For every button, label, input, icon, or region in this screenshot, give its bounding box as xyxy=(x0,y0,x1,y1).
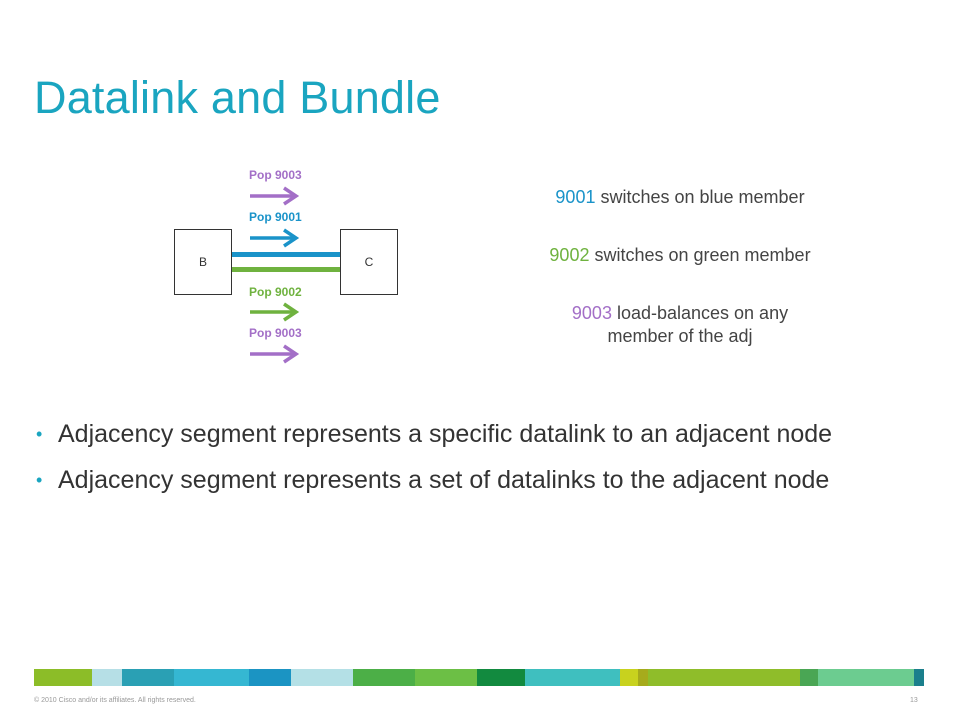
purple-arrow-icon xyxy=(250,344,300,364)
blue-arrow-icon xyxy=(250,228,300,248)
desc-text-3: load-balances on any xyxy=(611,303,789,323)
pop-label-bottom: Pop 9003 xyxy=(249,326,302,340)
bullet-item: • Adjacency segment represents a specifi… xyxy=(34,418,914,450)
pop-label-green: Pop 9002 xyxy=(249,285,302,299)
label-9003: 9003 xyxy=(571,303,612,323)
desc-9003: 9003 load-balances on any member of the … xyxy=(490,302,870,348)
slide-title: Datalink and Bundle xyxy=(34,72,441,123)
green-member-link xyxy=(232,267,340,272)
bullet-text: Adjacency segment represents a set of da… xyxy=(58,466,830,494)
copyright-text: © 2010 Cisco and/or its affiliates. All … xyxy=(34,697,196,704)
bullet-text: Adjacency segment represents a specific … xyxy=(58,420,833,448)
blue-member-link xyxy=(232,252,340,257)
label-9001: 9001 xyxy=(555,187,596,207)
purple-arrow-icon xyxy=(250,186,300,206)
pop-label-blue: Pop 9001 xyxy=(249,210,302,224)
node-c: C xyxy=(340,229,398,295)
pop-label-top: Pop 9003 xyxy=(249,168,302,182)
bullet-item: • Adjacency segment represents a set of … xyxy=(34,464,914,496)
desc-9001: 9001 switches on blue member xyxy=(490,186,870,209)
page-number: 13 xyxy=(910,697,918,704)
label-9002: 9002 xyxy=(549,245,590,265)
green-arrow-icon xyxy=(250,302,300,322)
bullet-list: • Adjacency segment represents a specifi… xyxy=(34,418,914,510)
node-b: B xyxy=(174,229,232,295)
desc-text-2: switches on green member xyxy=(589,245,811,265)
footer-color-bar xyxy=(34,669,924,686)
desc-text-3-cont: member of the adj xyxy=(607,326,753,346)
bullet-dot-icon: • xyxy=(36,470,43,490)
bullet-dot-icon: • xyxy=(36,424,43,444)
desc-9002: 9002 switches on green member xyxy=(490,244,870,267)
desc-text-1: switches on blue member xyxy=(595,187,805,207)
